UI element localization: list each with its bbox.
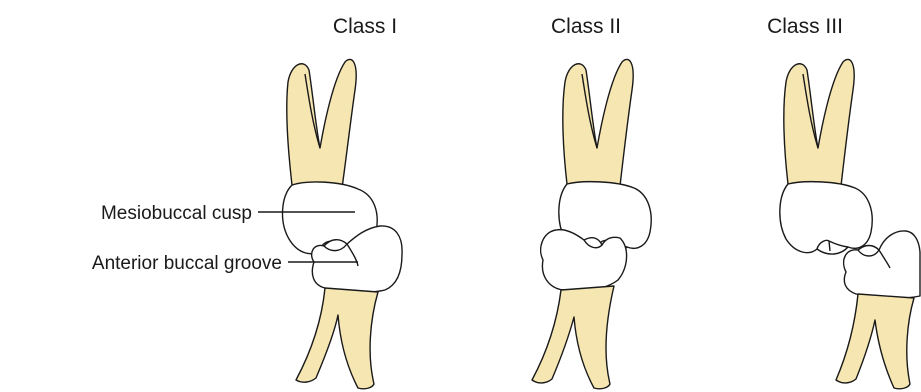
class-i-heading: Class I (333, 15, 397, 38)
class-ii-heading: Class II (551, 15, 621, 38)
anterior-buccal-groove-label: Anterior buccal groove (92, 253, 282, 274)
class-i-upper-molar-roots (287, 59, 356, 188)
class-i-group: Class I (258, 15, 402, 389)
class-ii-group: Class II (532, 15, 651, 389)
class-iii-upper-molar-crown (780, 182, 872, 254)
class-ii-lower-molar-roots (532, 286, 614, 389)
class-ii-upper-molar-roots (563, 59, 633, 186)
class-iii-heading: Class III (767, 15, 843, 38)
class-iii-group: Class III (767, 15, 920, 389)
class-iii-upper-molar-roots (784, 59, 854, 186)
class-i-lower-molar-roots (296, 288, 378, 389)
mesiobuccal-cusp-label: Mesiobuccal cusp (101, 203, 252, 224)
class-iii-lower-molar-roots (836, 294, 914, 389)
